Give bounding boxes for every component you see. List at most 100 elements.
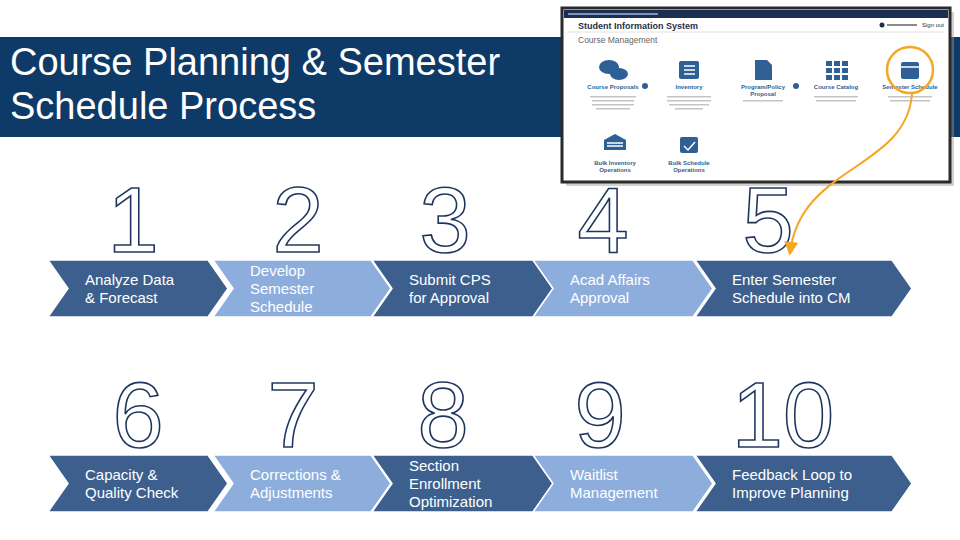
step-number: 3 [385,180,505,260]
step-label-box: Feedback Loop to Improve Planning [732,455,872,512]
step-label-box: Section Enrollment Optimization [409,455,504,512]
step-label: Capacity & Quality Check [85,466,195,502]
illegible-text [816,100,856,102]
calendar-check-icon [680,137,698,153]
grid-icon [826,75,832,80]
step-number: 6 [78,375,198,455]
grid-icon [842,75,848,80]
tile-label: Bulk Inventory Operations [591,160,639,174]
process-step: 8Section Enrollment Optimization [372,375,553,512]
chevron-shape [533,455,713,512]
step-label-box: Waitlist Management [570,455,670,512]
speech-bubble-icon [610,68,628,80]
list-icon [679,61,699,79]
chevron-shape [372,260,553,317]
list-line [684,69,695,71]
process-step: 10Feedback Loop to Improve Planning [695,375,912,512]
icon-details [607,66,919,150]
grid-icon [834,61,840,66]
step-label: Enter Semester Schedule into CM [732,271,882,307]
illegible-text [590,96,636,98]
tile-icons [599,60,919,153]
tile-label: Bulk Schedule Operations [665,160,713,174]
grid-icon [826,61,832,66]
step-label-box: Enter Semester Schedule into CM [732,260,882,317]
illegible-text [890,100,930,102]
step-label: Submit CPS for Approval [409,271,504,307]
calendar-icon [901,62,919,79]
badge-dot [642,83,648,89]
step-label-box: Submit CPS for Approval [409,260,504,317]
grid-icon [842,61,848,66]
chevron-shape [48,260,228,317]
step-label: Analyze Data & Forecast [85,271,185,307]
warehouse-line [607,142,623,144]
step-label: Section Enrollment Optimization [409,457,504,511]
step-label: Feedback Loop to Improve Planning [732,466,872,502]
step-number: 4 [543,180,663,260]
document-icon [755,60,772,80]
step-number: 8 [383,375,503,455]
screenshot-frame [562,8,950,182]
process-step: 1Analyze Data & Forecast [48,180,228,317]
process-step: 5Enter Semester Schedule into CM [695,180,912,317]
illegible-descriptions [590,96,932,110]
process-step: 9Waitlist Management [533,375,713,512]
list-line [684,65,695,67]
header-rule [568,32,944,33]
grid-icon [842,68,848,73]
tile-label: Semester Schedule [877,84,943,91]
chevron-shape [695,260,912,317]
warehouse-line [607,145,623,147]
tile-label: Inventory [656,84,722,91]
warehouse-icon [604,134,626,150]
grid-icon [834,68,840,73]
chevron-shape [48,455,228,512]
chevron-shape [695,455,912,512]
illegible-text [596,108,630,110]
calendar-line [901,66,919,68]
highlight-circle [887,47,933,93]
process-step: 7Corrections & Adjustments [213,375,391,512]
step-label: Waitlist Management [570,466,670,502]
app-heading: Student Information System [578,21,778,32]
step-label: Corrections & Adjustments [250,466,360,502]
process-step: 3Submit CPS for Approval [372,180,553,317]
step-label-box: Analyze Data & Forecast [85,260,185,317]
illegible-text [667,100,711,102]
tile-label: Course Proposals [580,84,646,91]
link-text: Sign out [922,22,948,29]
step-label: Develop Semester Schedule [250,262,330,316]
screenshot-top-strip [564,10,948,18]
slide-title: Course Planning & Semester Schedule Proc… [10,40,530,128]
illegible-text [814,96,858,98]
illegible-strip-text [568,13,658,15]
step-label: Acad Affairs Approval [570,271,665,307]
step-label-box: Develop Semester Schedule [250,260,330,317]
grid-icon [826,68,832,73]
step-number: 5 [708,180,828,260]
grid-icon [834,75,840,80]
step-number: 1 [73,180,193,260]
process-step: 6Capacity & Quality Check [48,375,228,512]
user-icon [880,23,885,28]
step-label-box: Corrections & Adjustments [250,455,360,512]
illegible-text [888,96,932,98]
leader-arrow [790,94,912,253]
check-mark [684,142,695,150]
step-label-box: Acad Affairs Approval [570,260,665,317]
illegible-text [669,104,709,106]
illegible-text [743,100,783,102]
section-heading: Course Management [578,35,728,45]
list-line [684,73,695,75]
illegible-text [675,108,703,110]
tile-label: Program/Policy Proposal [738,84,788,98]
tile-label: Course Catalog [803,84,869,91]
chevron-shape [372,455,553,512]
step-label-box: Capacity & Quality Check [85,455,195,512]
badge-dot [793,83,799,89]
process-step: 2Develop Semester Schedule [213,180,391,317]
step-number: 2 [238,180,358,260]
